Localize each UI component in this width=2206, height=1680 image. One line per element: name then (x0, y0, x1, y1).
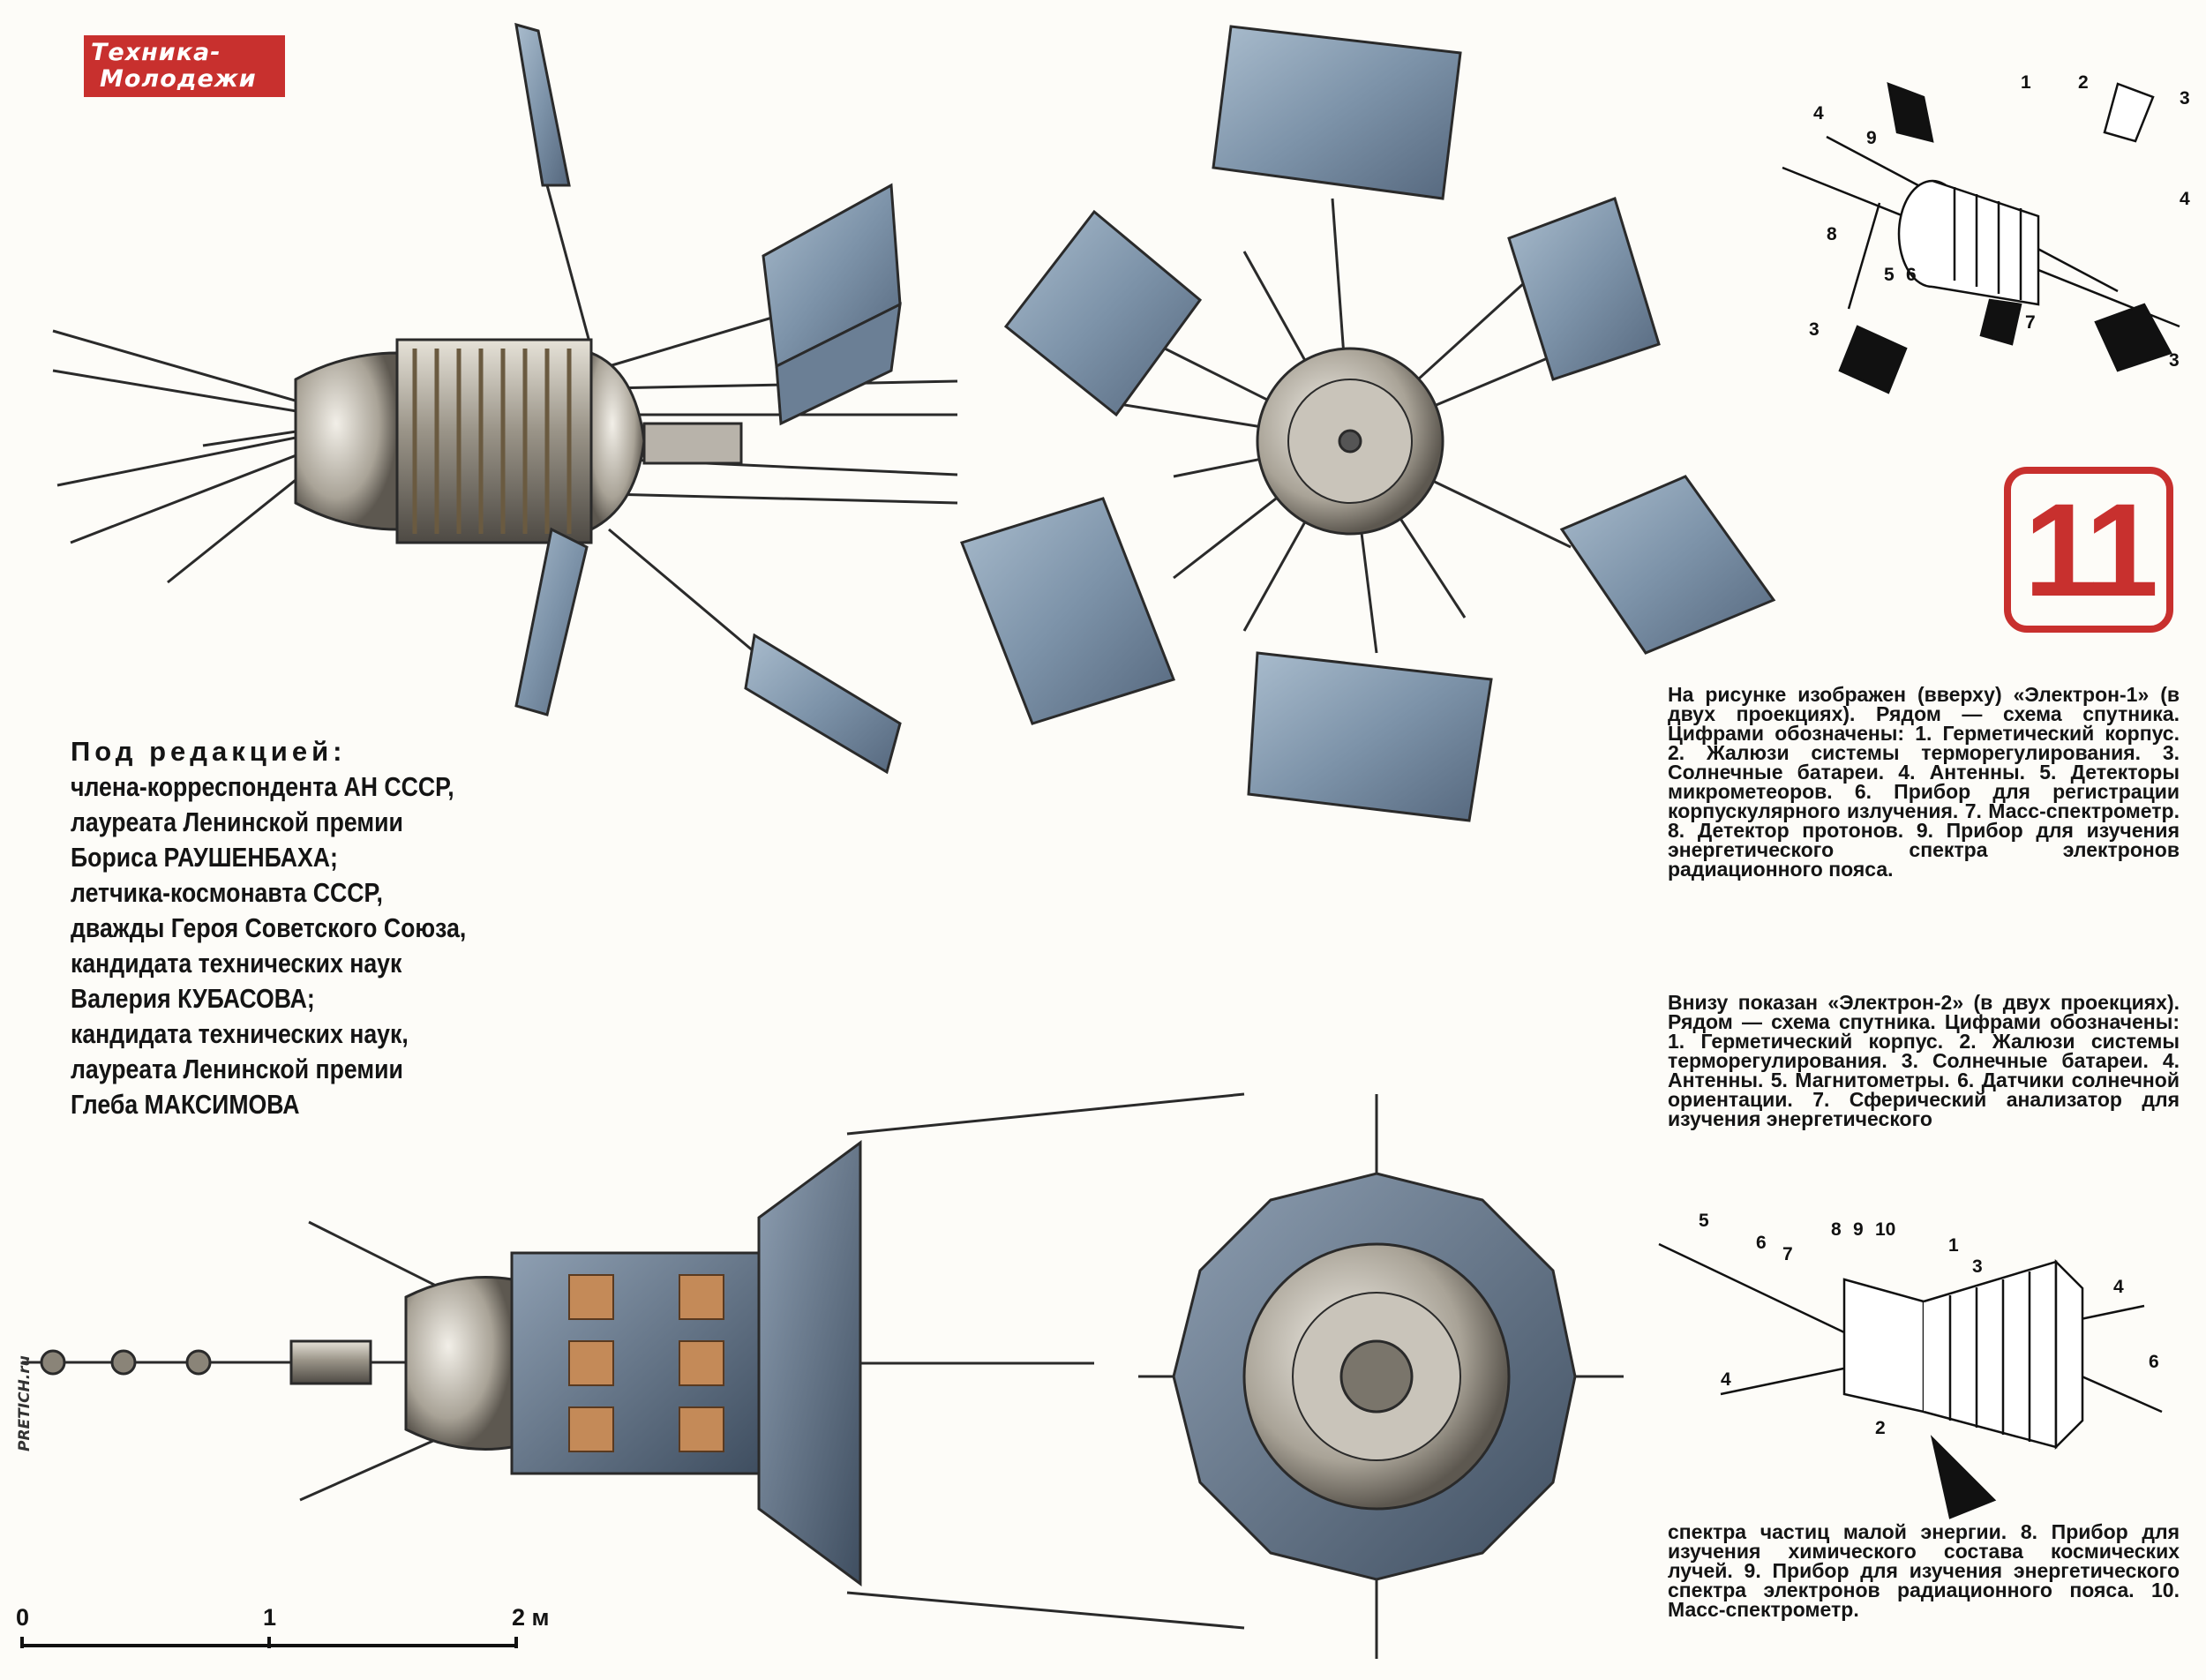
issue-number-badge: 11 (2004, 467, 2173, 633)
masthead-logo: Техника- Молодежи (84, 35, 285, 97)
electron2-schema-labels: 5 6 7 8 9 10 1 3 4 4 6 2 (1699, 1211, 2159, 1438)
editors-heading: Под редакцией: (71, 736, 347, 767)
schema2-label: 10 (1875, 1219, 1895, 1240)
editors-line: кандидата технических наук (71, 948, 402, 979)
schema2-label: 5 (1699, 1211, 1709, 1231)
schema1-label: 9 (1866, 128, 1877, 148)
schema1-label: 6 (1906, 265, 1917, 285)
electron1-side-view (52, 22, 958, 775)
caption-bottom: Внизу показан «Электрон-2» (в двух проек… (1668, 993, 2180, 1129)
schema2-label: 7 (1782, 1244, 1793, 1264)
schema1-label: 3 (1809, 319, 1820, 340)
editors-line: лауреата Ленинской премии (71, 1054, 403, 1084)
electron1-schema-labels: 1 2 3 4 9 8 5 6 7 3 4 3 (1809, 72, 2190, 371)
watermark: PRETICH.ru (16, 1355, 34, 1451)
schema1-label: 1 (2021, 72, 2031, 93)
schema2-label: 1 (1948, 1235, 1959, 1256)
schema2-label: 9 (1853, 1219, 1864, 1240)
editors-line: дважды Героя Советского Союза, (71, 912, 467, 943)
schema2-label: 3 (1972, 1256, 1983, 1277)
scale-label-one: 1 (263, 1604, 277, 1631)
schema1-label: 4 (1813, 103, 1824, 124)
caption-top-text: На рисунке изображен (вверху) «Электрон-… (1668, 683, 2180, 881)
editors-line: члена-корреспондента АН СССР, (71, 771, 454, 802)
schema1-label: 3 (2180, 88, 2190, 109)
schema1-label: 8 (1827, 224, 1837, 244)
schema1-label: 7 (2025, 312, 2036, 333)
schema2-label: 4 (2113, 1277, 2124, 1297)
electron2-axial-view (1138, 1094, 1624, 1659)
caption-top: На рисунке изображен (вверху) «Электрон-… (1668, 683, 2180, 881)
editors-line: Бориса РАУШЕНБАХА; (71, 842, 338, 873)
editors-line: кандидата технических наук, (71, 1018, 409, 1049)
masthead-line2: Молодежи (100, 65, 257, 93)
editors-line: лауреата Ленинской премии (71, 806, 403, 837)
schema2-label: 2 (1875, 1418, 1886, 1438)
caption-bottom-text-1: Внизу показан «Электрон-2» (в двух проек… (1668, 991, 2180, 1130)
masthead-line1: Техника- (91, 39, 221, 66)
schema1-label: 2 (2078, 72, 2089, 93)
caption-bottom-text-2: спектра частиц малой энергии. 8. Прибор … (1668, 1520, 2180, 1621)
issue-number: 11 (2023, 475, 2159, 624)
scale-label-two: 2 м (512, 1604, 550, 1631)
schema1-label: 5 (1884, 265, 1895, 285)
electron2-side-view (22, 1092, 1245, 1630)
electron1-schema (1782, 82, 2180, 394)
schema2-label: 6 (1756, 1233, 1767, 1253)
scale-bar (20, 1637, 518, 1648)
editors-line: Глеба МАКСИМОВА (71, 1089, 300, 1120)
electron1-axial-view (960, 25, 1776, 822)
electron2-schema (1658, 1242, 2163, 1519)
editors-line: летчика-космонавта СССР, (71, 877, 383, 908)
scale-label-zero: 0 (16, 1604, 30, 1631)
schema1-label: 4 (2180, 189, 2190, 209)
schema2-label: 4 (1721, 1369, 1731, 1390)
schema2-label: 6 (2149, 1352, 2159, 1372)
editors-line: Валерия КУБАСОВА; (71, 983, 315, 1014)
schema2-label: 8 (1831, 1219, 1842, 1240)
schema1-label: 3 (2169, 350, 2180, 371)
editors-block: Под редакцией: члена-корреспондента АН С… (71, 734, 565, 1122)
caption-bottom-continued: спектра частиц малой энергии. 8. Прибор … (1668, 1520, 2180, 1621)
